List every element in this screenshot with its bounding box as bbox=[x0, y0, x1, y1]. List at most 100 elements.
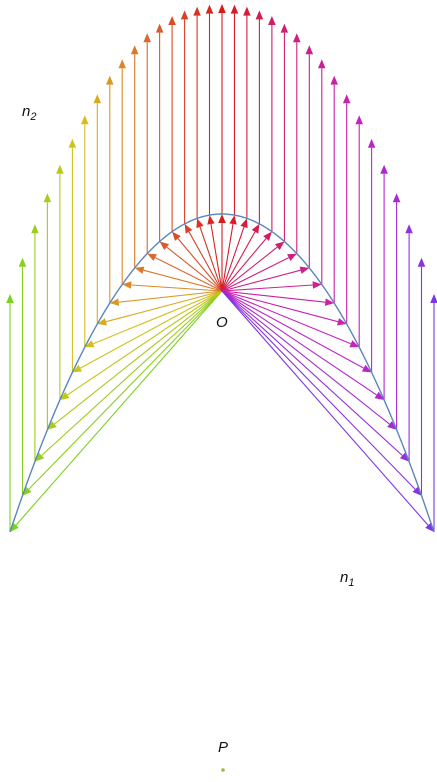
label-n1: n1 bbox=[340, 569, 354, 589]
outer-ray-head bbox=[43, 193, 52, 203]
inner-ray bbox=[105, 290, 223, 323]
inner-ray-head bbox=[387, 421, 397, 430]
inner-ray bbox=[54, 290, 223, 425]
inner-ray bbox=[221, 231, 256, 292]
outer-ray-head bbox=[280, 23, 289, 33]
inner-ray-head bbox=[134, 266, 145, 274]
outer-ray-head bbox=[205, 4, 214, 14]
inner-ray-head bbox=[287, 253, 297, 261]
outer-ray-head bbox=[230, 4, 239, 14]
outer-ray-head bbox=[430, 294, 437, 303]
inner-ray-head bbox=[251, 223, 260, 234]
outer-ray-head bbox=[367, 138, 376, 148]
inner-ray bbox=[199, 226, 223, 292]
inner-ray bbox=[118, 290, 223, 303]
outer-ray-head bbox=[318, 59, 326, 69]
outer-ray-head bbox=[31, 224, 39, 234]
outer-ray-head bbox=[56, 164, 64, 174]
inner-ray bbox=[221, 290, 390, 425]
inner-ray-head bbox=[10, 522, 19, 532]
inner-ray bbox=[221, 226, 245, 292]
outer-ray-head bbox=[118, 59, 126, 69]
inner-ray-head bbox=[184, 223, 193, 234]
inner-ray-head bbox=[159, 241, 169, 251]
inner-ray-head bbox=[425, 522, 434, 532]
inner-ray-head bbox=[207, 215, 215, 225]
inner-ray bbox=[221, 257, 290, 292]
inner-ray-head bbox=[22, 486, 32, 496]
outer-ray-head bbox=[143, 33, 151, 43]
inner-ray bbox=[177, 238, 223, 292]
inner-ray bbox=[166, 246, 223, 292]
inner-ray-head bbox=[147, 253, 157, 261]
outer-ray-head bbox=[405, 224, 413, 234]
label-point: P bbox=[218, 739, 228, 756]
interface-curve bbox=[9, 213, 435, 533]
inner-ray bbox=[92, 290, 223, 345]
inner-ray bbox=[221, 290, 377, 396]
outer-ray-head bbox=[6, 294, 14, 303]
inner-ray-head bbox=[34, 452, 45, 462]
label-origin: O bbox=[216, 314, 228, 331]
outer-ray-head bbox=[417, 257, 426, 267]
outer-ray-head bbox=[268, 16, 276, 25]
inner-ray-head bbox=[59, 391, 70, 400]
inner-ray-head bbox=[324, 298, 335, 306]
inner-ray-head bbox=[361, 364, 372, 373]
outer-ray-head bbox=[180, 10, 189, 20]
inner-ray-head bbox=[229, 215, 237, 225]
outer-ray-head bbox=[155, 23, 164, 33]
inner-ray bbox=[154, 257, 223, 292]
inner-ray bbox=[67, 290, 223, 396]
outer-ray-head bbox=[218, 4, 226, 13]
focus-point-marker bbox=[221, 768, 225, 772]
inner-ray bbox=[221, 290, 416, 490]
inner-ray-head bbox=[312, 281, 322, 289]
inner-ray-head bbox=[47, 421, 57, 430]
inner-ray-head bbox=[109, 298, 120, 306]
inner-ray bbox=[143, 269, 223, 292]
outer-ray-head bbox=[81, 115, 89, 125]
inner-rays bbox=[10, 214, 434, 532]
inner-ray-head bbox=[299, 266, 310, 274]
outer-ray-head bbox=[130, 45, 139, 55]
outer-ray-head bbox=[193, 6, 201, 16]
inner-ray bbox=[210, 223, 223, 292]
inner-ray-head bbox=[263, 231, 272, 241]
outer-ray-head bbox=[106, 75, 114, 85]
inner-ray-head bbox=[122, 281, 132, 289]
outer-ray-head bbox=[68, 138, 77, 148]
inner-ray-head bbox=[399, 452, 410, 462]
inner-ray-head bbox=[240, 218, 248, 229]
inner-ray bbox=[80, 290, 223, 369]
outer-ray-head bbox=[380, 164, 388, 174]
inner-ray-head bbox=[196, 218, 204, 229]
inner-ray bbox=[221, 246, 278, 292]
inner-ray bbox=[221, 223, 234, 292]
outer-ray-head bbox=[168, 16, 176, 25]
inner-ray bbox=[221, 238, 267, 292]
inner-ray bbox=[221, 290, 429, 526]
inner-ray-head bbox=[412, 486, 422, 496]
outer-ray-head bbox=[342, 94, 351, 104]
outer-ray-head bbox=[293, 33, 301, 43]
outer-ray-head bbox=[243, 6, 251, 16]
inner-ray bbox=[221, 290, 403, 456]
inner-ray-head bbox=[275, 241, 285, 251]
outer-ray-head bbox=[18, 257, 27, 267]
outer-ray-head bbox=[355, 115, 363, 125]
inner-ray-head bbox=[218, 214, 226, 223]
outer-rays bbox=[6, 4, 437, 532]
inner-ray bbox=[28, 290, 223, 490]
outer-ray-head bbox=[93, 94, 102, 104]
inner-ray bbox=[221, 290, 339, 323]
inner-ray bbox=[15, 290, 223, 526]
inner-ray-head bbox=[337, 318, 347, 326]
inner-ray bbox=[221, 269, 301, 292]
inner-ray bbox=[131, 284, 223, 292]
inner-ray bbox=[221, 284, 313, 292]
outer-ray-head bbox=[305, 45, 314, 55]
inner-ray-head bbox=[72, 364, 83, 373]
outer-ray-head bbox=[392, 193, 401, 203]
